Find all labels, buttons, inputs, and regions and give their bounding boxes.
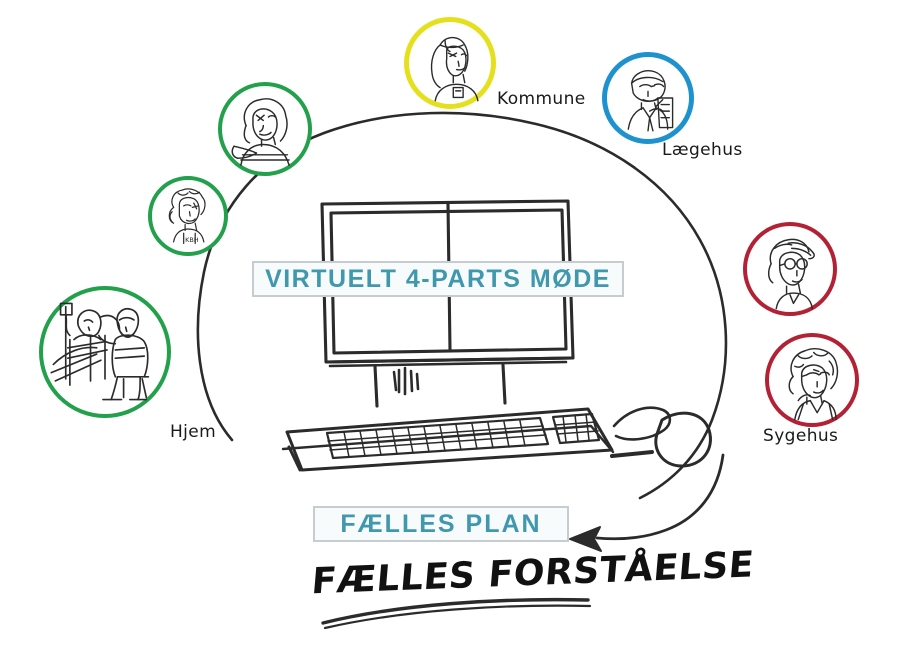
node-hjem-relative[interactable] <box>218 82 312 176</box>
person-striped-shirt-sketch <box>231 98 290 166</box>
arrow-head <box>569 526 602 552</box>
node-label-laegehus: Lægehus <box>662 140 743 160</box>
node-hjem-kbh[interactable]: KBH <box>148 176 228 256</box>
node-hjem-large[interactable] <box>39 286 171 418</box>
doctor-with-clipboard-sketch <box>627 70 674 132</box>
caption-faelles-plan: FÆLLES PLAN <box>313 506 569 542</box>
node-kommune[interactable] <box>404 17 496 109</box>
person-in-bed-with-visitor-sketch <box>50 302 150 401</box>
person-with-kbh-badge-sketch: KBH <box>168 188 206 244</box>
person-ponytail-with-badge-sketch <box>430 36 479 102</box>
speaker-icon <box>392 366 420 396</box>
caption-virtuelt-mode: VIRTUELT 4-PARTS MØDE <box>252 261 624 297</box>
svg-text:KBH: KBH <box>185 236 199 244</box>
node-label-kommune: Kommune <box>497 89 586 109</box>
node-label-sygehus: Sygehus <box>763 426 839 446</box>
node-label-hjem: Hjem <box>170 422 217 442</box>
curly-hair-person-with-glasses-sketch <box>788 348 839 421</box>
node-sygehus-lower[interactable] <box>765 333 859 427</box>
nurse-with-cap-and-glasses-sketch <box>767 238 815 310</box>
node-sygehus-upper[interactable] <box>743 222 837 316</box>
node-laegehus[interactable] <box>602 52 694 144</box>
